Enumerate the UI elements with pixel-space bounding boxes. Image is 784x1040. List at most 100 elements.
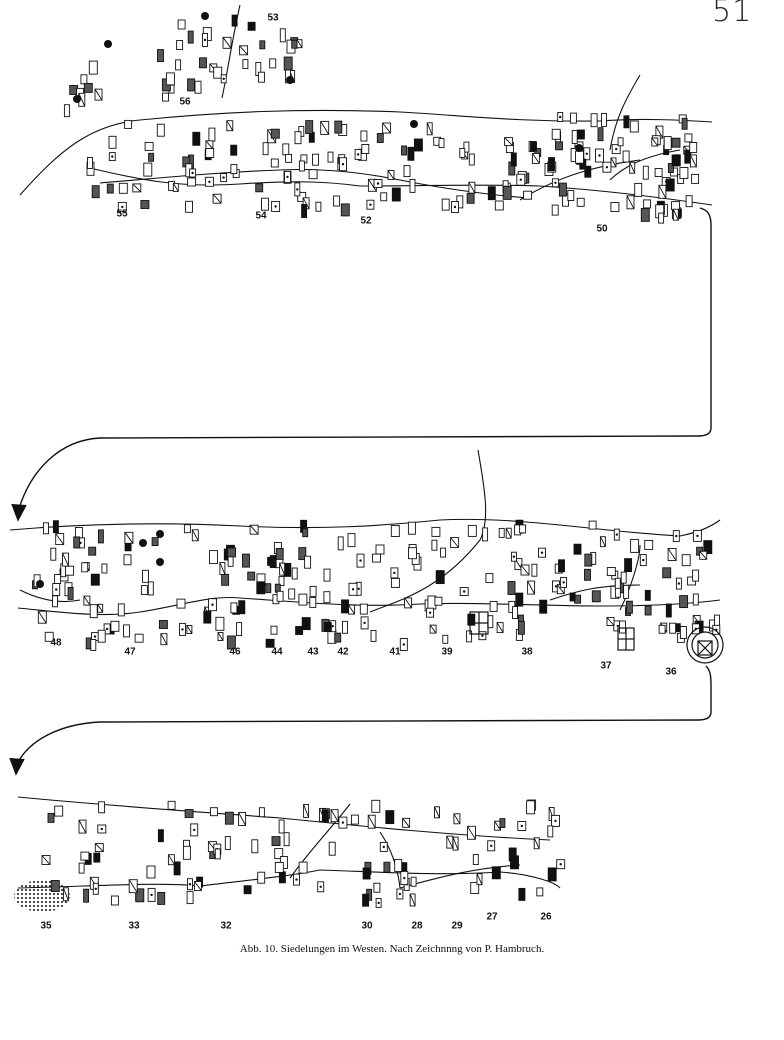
- house-marker: [173, 861, 181, 876]
- house-hatch: [124, 532, 134, 544]
- house-hatch: [533, 837, 540, 849]
- house-marker: [146, 865, 156, 879]
- house-marker: [143, 162, 153, 177]
- house-dot: [211, 603, 214, 606]
- house-dot: [376, 182, 380, 185]
- house-marker: [259, 40, 266, 50]
- house-marker: [337, 536, 344, 551]
- house-marker: [442, 634, 449, 644]
- strip-1-road: [19, 4, 713, 206]
- house-marker: [466, 630, 473, 643]
- house-dot: [286, 175, 289, 179]
- house-marker: [140, 585, 148, 596]
- house-dot: [111, 155, 114, 158]
- house-marker: [644, 589, 651, 601]
- house-marker: [642, 165, 649, 180]
- house-marker: [467, 613, 476, 626]
- house-marker: [403, 165, 411, 178]
- house-marker: [258, 807, 265, 818]
- house-marker: [158, 620, 168, 629]
- house-marker: [83, 888, 90, 903]
- house-marker: [555, 141, 563, 151]
- house-marker: [288, 588, 296, 600]
- house-marker: [186, 891, 194, 905]
- house-marker: [531, 563, 538, 577]
- connector-arrow-2: [9, 665, 712, 776]
- house-marker: [588, 520, 597, 530]
- house-marker: [573, 543, 582, 555]
- house-dot: [377, 901, 380, 905]
- house-marker: [44, 631, 54, 642]
- house-marker: [67, 586, 74, 600]
- house-marker: [242, 59, 249, 70]
- house-hatch: [505, 527, 512, 539]
- house-dot: [554, 819, 557, 823]
- house-marker: [466, 192, 475, 204]
- house-marker: [390, 577, 400, 588]
- house-marker: [679, 167, 689, 179]
- house-hatch: [606, 617, 615, 626]
- house-marker: [518, 887, 526, 901]
- house-marker: [551, 128, 561, 140]
- house-hatch: [651, 137, 659, 147]
- house-marker: [620, 571, 627, 584]
- house-marker: [167, 800, 176, 810]
- house-marker: [270, 128, 280, 139]
- house-dot: [121, 205, 124, 209]
- house-marker: [242, 553, 250, 568]
- house-marker: [203, 610, 212, 624]
- house-marker: [370, 629, 377, 642]
- house-hatch: [468, 181, 476, 194]
- house-dot: [222, 77, 225, 81]
- house-marker: [81, 562, 89, 573]
- house-marker: [304, 555, 312, 569]
- house-marker: [47, 812, 55, 823]
- house-dot: [356, 153, 360, 156]
- house-marker: [601, 112, 607, 127]
- house-marker: [269, 555, 277, 569]
- house-marker: [285, 153, 293, 163]
- house-marker: [440, 547, 447, 558]
- settlement-label-32: 32: [220, 920, 232, 932]
- house-hatch: [320, 121, 330, 135]
- house-marker: [470, 882, 480, 894]
- house-hatch: [249, 524, 259, 535]
- house-hatch: [452, 836, 459, 851]
- settlement-label-42: 42: [337, 646, 349, 658]
- house-hatch: [658, 185, 667, 199]
- house-marker: [302, 528, 309, 538]
- house-marker: [258, 71, 265, 83]
- house-marker: [283, 56, 293, 71]
- house-marker: [459, 147, 466, 158]
- house-marker: [187, 78, 196, 92]
- house-marker: [123, 554, 132, 566]
- house-hatch: [303, 804, 310, 818]
- house-marker: [681, 117, 688, 130]
- house-marker: [654, 168, 663, 177]
- house-marker: [508, 847, 517, 862]
- house-marker: [576, 129, 585, 140]
- house-marker: [385, 810, 395, 825]
- house-dot: [403, 876, 406, 880]
- house-hatch: [689, 154, 697, 168]
- house-marker: [630, 538, 640, 553]
- house-marker: [224, 836, 231, 850]
- house-marker: [519, 524, 527, 534]
- house-dot: [519, 178, 522, 181]
- house-marker: [623, 115, 630, 129]
- house-marker: [78, 862, 85, 874]
- house-marker: [142, 569, 149, 583]
- house-dot: [696, 534, 699, 538]
- house-marker: [507, 581, 516, 595]
- house-marker: [431, 526, 441, 537]
- house-marker: [634, 182, 643, 197]
- house-marker: [165, 72, 175, 86]
- house-dot: [393, 571, 396, 575]
- house-marker: [117, 603, 125, 617]
- house-marker: [597, 127, 604, 142]
- house-marker: [274, 861, 284, 873]
- house-marker: [236, 622, 243, 637]
- house-dot: [554, 585, 558, 588]
- house-marker: [305, 120, 314, 135]
- house-marker: [468, 153, 475, 166]
